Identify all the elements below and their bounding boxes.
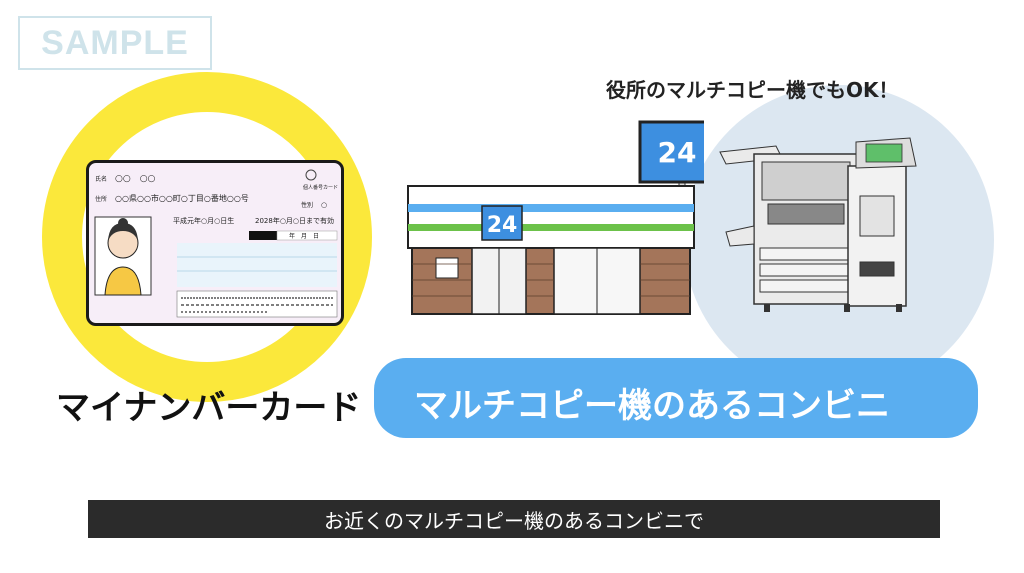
convenience-label-pill [374,358,978,438]
card-address-label: 住所 [95,195,107,203]
redaction-bar [249,231,277,240]
brick-lines [412,263,690,297]
convenience-store-illustration: 24 24 [407,120,704,315]
card-seal-text: 個人番号カード [303,184,338,191]
card-date-digits: 年 月 日 [289,232,319,240]
sample-watermark: SAMPLE [18,16,212,70]
card-data-strip [176,290,338,318]
convenience-store-title: マルチコピー機のあるコンビニ [414,386,890,426]
person-shirt [104,266,142,296]
fascia-number: 24 [487,213,518,238]
fascia-green-stripe [408,224,694,231]
store-brick-wall [411,247,691,315]
card-sex-value: ○ [321,201,327,209]
fascia-blue-stripe [408,204,694,212]
card-address-value: ○○県○○市○○町○丁目○番地○○号 [115,193,249,203]
copier-output [767,203,845,225]
card-memo-area [177,243,337,287]
copier-scanner [761,161,851,201]
card-expiry: 2028年○月○日まで有効 [255,216,334,225]
my-number-card: 氏名 ○○ ○○ 住所 ○○県○○市○○町○丁目○番地○○号 個人番号カード 性… [86,160,344,326]
kiosk-screen [865,143,903,163]
multi-copy-machine-illustration [719,137,917,312]
coin-slot [859,261,895,277]
subtitle-bar [88,500,940,538]
card-name-label: 氏名 [95,175,107,183]
store-fascia [407,185,695,249]
seal-icon [305,169,317,181]
kiosk-panel [859,195,895,237]
copier-drawers [759,247,853,293]
side-tray [725,225,755,247]
card-birth: 平成元年○月○日生 [173,216,234,225]
date-field [276,230,338,241]
office-copier-note: 役所のマルチコピー機でもOK！ [606,78,899,102]
pole-sign-board [638,120,704,184]
pole-sign-number: 24 [658,136,697,169]
card-name-value: ○○ ○○ [115,174,156,184]
my-number-card-title: マイナンバーカード [56,388,362,428]
card-illustration: 氏名 ○○ ○○ 住所 ○○県○○市○○町○丁目○番地○○号 個人番号カード 性… [94,169,338,318]
card-sex-label: 性別 [301,201,313,209]
store-small-window [435,257,459,279]
fascia-logo [481,205,523,241]
machine-feet [764,304,902,312]
subtitle-text: お近くのマルチコピー機のあるコンビニで [324,508,704,533]
